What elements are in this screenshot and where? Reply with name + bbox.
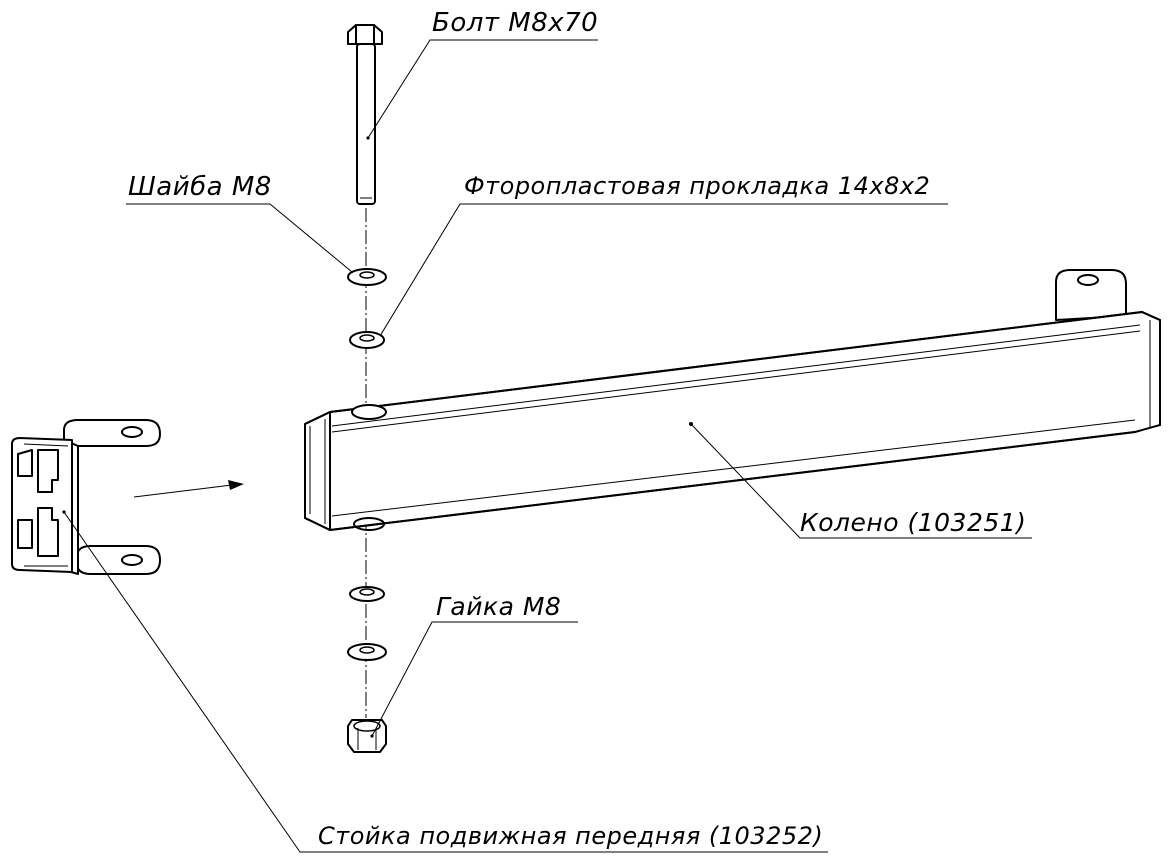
insertion-arrow	[133, 480, 244, 498]
label-gasket: Фторопластовая прокладка 14х8х2	[464, 172, 931, 200]
label-post: Стойка подвижная передняя (103252)	[318, 822, 824, 850]
label-bolt: Болт М8х70	[432, 8, 599, 38]
bolt-part	[347, 24, 383, 205]
leader-lines	[63, 39, 1032, 853]
label-elbow: Колено (103251)	[800, 508, 1027, 537]
gasket-bottom	[347, 643, 387, 661]
post-part	[11, 419, 161, 575]
elbow-part	[304, 269, 1161, 531]
nut-part	[347, 719, 387, 753]
washer-top	[347, 268, 387, 286]
label-nut: Гайка М8	[436, 592, 562, 621]
gasket-top	[349, 331, 385, 349]
label-washer: Шайба М8	[128, 172, 272, 202]
washer-bottom	[349, 586, 385, 602]
